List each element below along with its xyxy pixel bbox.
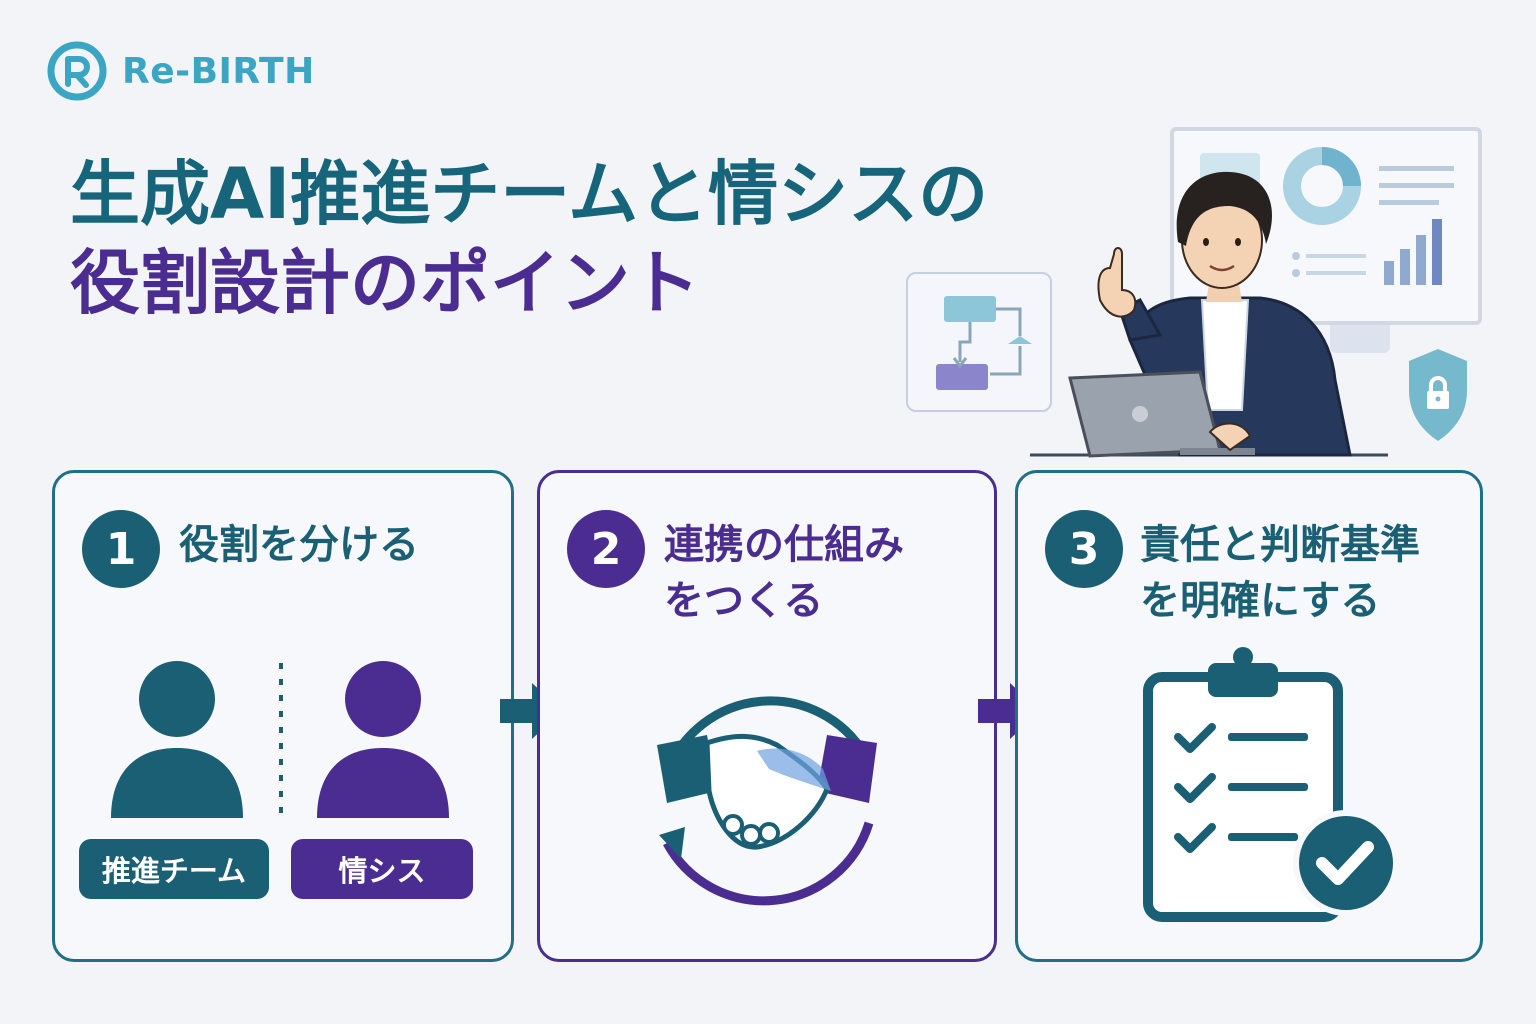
handshake-cycle-icon bbox=[657, 696, 877, 906]
page-title: 生成AI推進チームと情シスの 役割設計のポイント bbox=[70, 150, 988, 328]
step-number-1: 1 bbox=[82, 510, 160, 588]
step-title-1: 役割を分ける bbox=[179, 522, 419, 568]
r-logo-icon bbox=[47, 41, 107, 101]
tag-promotion-team: 推進チーム bbox=[79, 839, 269, 899]
step-title-3-line-1: 責任と判断基準 bbox=[1140, 522, 1420, 568]
step-number-2: 2 bbox=[567, 510, 645, 588]
flowchart-icon bbox=[936, 296, 1032, 390]
step-card-2: 2 連携の仕組み をつくる bbox=[537, 470, 997, 962]
step-card-3: 3 責任と判断基準 を明確にする bbox=[1015, 470, 1483, 962]
step-number-3: 3 bbox=[1045, 510, 1123, 588]
tag-it-department: 情シス bbox=[291, 839, 473, 899]
shield-lock-icon bbox=[1409, 349, 1467, 441]
step-title-2-line-1: 連携の仕組み bbox=[664, 522, 904, 568]
pointing-man-with-laptop bbox=[1030, 171, 1388, 458]
clipboard-check-icon bbox=[1143, 647, 1399, 922]
monitor-stand bbox=[1330, 325, 1390, 353]
brand-name: Re-BIRTH bbox=[122, 50, 315, 92]
title-line-1: 生成AI推進チームと情シスの bbox=[70, 153, 989, 235]
flowchart-card bbox=[906, 272, 1052, 412]
step-card-1: 1 役割を分ける 推進チーム 情シス bbox=[52, 470, 514, 962]
step-title-3-line-2: を明確にする bbox=[1140, 578, 1381, 624]
step-title-2-line-2: をつくる bbox=[664, 578, 824, 624]
two-people-icon bbox=[111, 661, 449, 821]
title-line-2: 役割設計のポイント bbox=[70, 241, 700, 324]
brand-logo: Re-BIRTH bbox=[46, 40, 315, 102]
